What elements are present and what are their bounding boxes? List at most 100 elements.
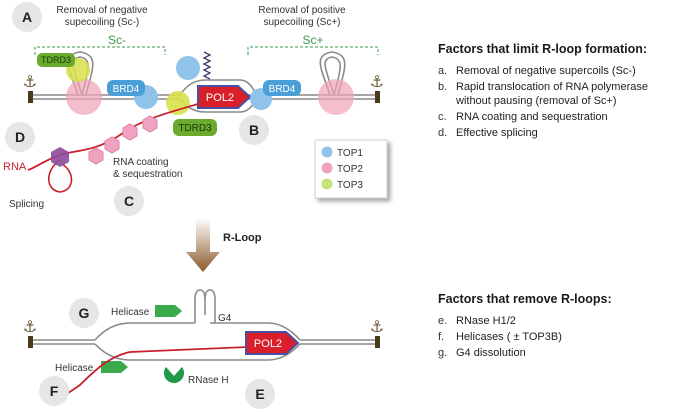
item-marker: b. — [438, 81, 448, 93]
dna-duplex-bottom — [33, 322, 375, 361]
item-marker: d. — [438, 127, 448, 139]
right-dna-end — [375, 91, 380, 103]
label-f: F — [50, 383, 59, 399]
sc-plus-label: Sc+ — [302, 33, 323, 47]
brd4-left-box — [107, 80, 145, 96]
list-item: c. RNA coating and sequestration — [438, 110, 678, 124]
item-marker: e. — [438, 315, 448, 327]
item-marker: a. — [438, 65, 448, 77]
label-g: G — [79, 305, 90, 321]
r-loop-arrow — [186, 218, 220, 272]
pol2-bottom-label: POL2 — [254, 338, 282, 350]
legend-swatch-top1 — [321, 146, 333, 158]
right-supercoil-loop — [319, 51, 346, 96]
brd4-left-label: BRD4 — [113, 84, 140, 95]
left-dna-end — [28, 91, 33, 103]
rnase-h-label: RNase H — [188, 375, 229, 386]
item-text: Removal of negative supercoils (Sc-) — [456, 65, 636, 77]
label-b-badge: B — [239, 115, 269, 145]
list-item: d. Effective splicing — [438, 126, 678, 140]
splicing-factor — [51, 147, 69, 167]
label-c: C — [124, 193, 134, 209]
item-text: Rapid translocation of RNA polymerase wi… — [456, 81, 648, 107]
helicase-upper-label: Helicase — [111, 307, 150, 318]
pol2-bottom — [245, 331, 300, 355]
legend-label-top2: TOP2 — [337, 164, 363, 175]
g4-structure — [194, 289, 216, 323]
item-marker: c. — [438, 111, 447, 123]
squiggle-icon — [202, 51, 212, 80]
list-item: f. Helicases ( ± TOP3B) — [438, 330, 678, 344]
bottom-right-anchor-icon: ⚓ — [370, 319, 384, 336]
brd4-right-label: BRD4 — [269, 84, 296, 95]
rna-coating-line1: RNA coating — [113, 157, 169, 168]
brd4-right-box — [263, 80, 301, 96]
label-d: D — [15, 129, 25, 145]
item-marker: f. — [438, 331, 445, 343]
sc-minus-bracket — [34, 46, 166, 55]
item-marker: g. — [438, 347, 448, 359]
removal-positive-line2: supecoiling (Sc+) — [264, 17, 341, 28]
label-g-badge: G — [69, 298, 99, 328]
rna-coating-hexagons — [88, 115, 158, 165]
label-a: A — [22, 9, 32, 25]
label-e-badge: E — [245, 379, 275, 409]
top2-right — [318, 79, 354, 115]
label-f-badge: F — [39, 376, 69, 406]
legend-label-top3: TOP3 — [337, 180, 363, 191]
tdrd3-left-box — [37, 53, 75, 67]
top2-left — [66, 79, 102, 115]
bottom-right-dna-end — [375, 336, 380, 348]
list-item: a. Removal of negative supercoils (Sc-) — [438, 64, 678, 78]
label-b: B — [249, 122, 259, 138]
sc-minus-label: Sc- — [108, 33, 126, 47]
removal-negative-line1: Removal of negative — [56, 5, 148, 16]
item-text: Effective splicing — [456, 127, 538, 139]
r-loop-label: R-Loop — [223, 232, 262, 244]
label-e: E — [255, 386, 264, 402]
top3-near-pol2 — [166, 91, 190, 115]
helicase-upper — [155, 305, 182, 317]
pol2-top-label: POL2 — [206, 92, 234, 104]
bottom-left-dna-end — [28, 336, 33, 348]
removal-positive-line1: Removal of positive — [258, 5, 346, 16]
limit-factors-title: Factors that limit R-loop formation: — [438, 42, 648, 56]
tdrd3-left-label: TDRD3 — [41, 55, 71, 65]
splice-loop — [47, 159, 73, 193]
item-text: RNA coating and sequestration — [456, 111, 608, 123]
sc-plus-bracket — [247, 46, 379, 55]
item-text: G4 dissolution — [456, 347, 526, 359]
limit-factors-panel: Factors that limit R-loop formation: a. R… — [438, 42, 678, 142]
rnase-h-icon — [164, 367, 184, 383]
top1-upper — [176, 56, 200, 80]
legend-items: TOP1 TOP2 TOP3 — [321, 146, 363, 191]
g4-label: G4 — [218, 313, 232, 324]
helicase-lower — [101, 361, 128, 373]
left-anchor-icon: ⚓ — [23, 74, 37, 91]
limit-factors-list: a. Removal of negative supercoils (Sc-) b… — [438, 64, 678, 140]
label-c-badge: C — [114, 186, 144, 216]
bottom-left-anchor-icon: ⚓ — [23, 319, 37, 336]
legend-label-top1: TOP1 — [337, 148, 363, 159]
label-d-badge: D — [5, 122, 35, 152]
rna-strand-top — [27, 103, 199, 171]
remove-factors-list: e. RNase H1/2 f. Helicases ( ± TOP3B) g. G4… — [438, 314, 678, 360]
tdrd3-lower-box — [173, 119, 217, 136]
splicing-label: Splicing — [9, 199, 44, 210]
item-text: Helicases ( ± TOP3B) — [456, 331, 562, 343]
helicase-lower-label: Helicase — [55, 363, 94, 374]
item-text: RNase H1/2 — [456, 315, 516, 327]
remove-factors-panel: Factors that remove R-loops: e. RNase H1/… — [438, 292, 678, 362]
rna-coating-line2: & sequestration — [113, 169, 183, 180]
legend-swatch-top3 — [321, 178, 333, 190]
legend-swatch-top2 — [321, 162, 333, 174]
list-item: e. RNase H1/2 — [438, 314, 678, 328]
remove-factors-title: Factors that remove R-loops: — [438, 292, 612, 306]
right-anchor-icon: ⚓ — [370, 74, 384, 91]
rna-label: RNA — [3, 161, 27, 173]
list-item: g. G4 dissolution — [438, 346, 678, 360]
label-a-badge: A — [12, 2, 42, 32]
removal-negative-line2: supecoiling (Sc-) — [65, 17, 139, 28]
tdrd3-lower-label: TDRD3 — [178, 123, 212, 134]
